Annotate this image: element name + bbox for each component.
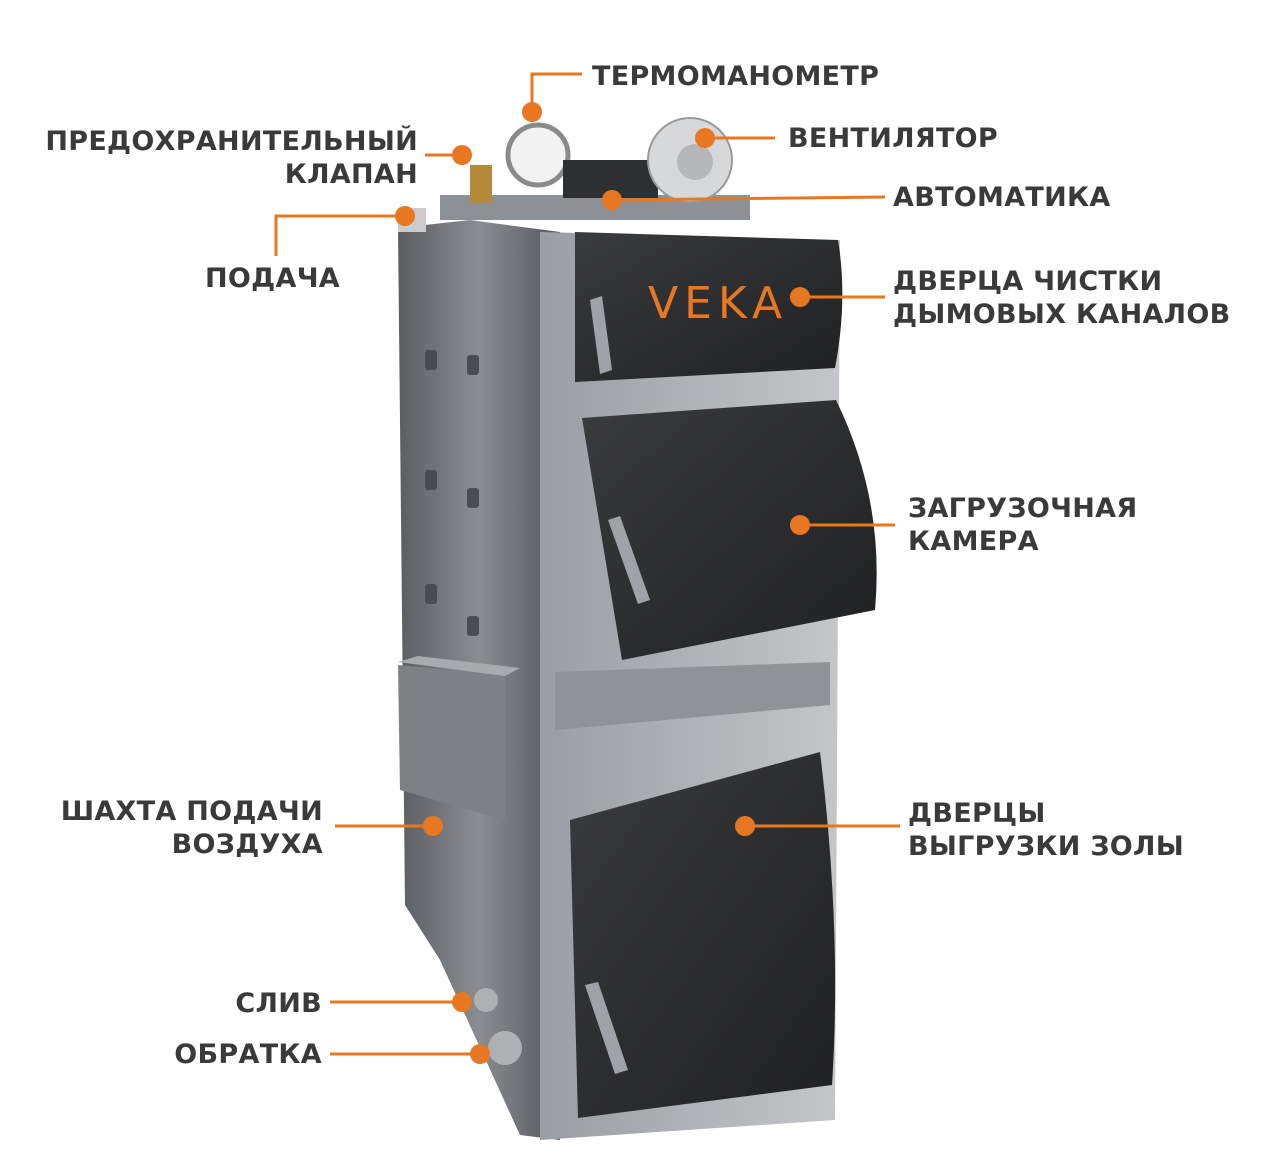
label-loading-chamber: ЗАГРУЗОЧНАЯ КАМЕРА bbox=[908, 492, 1137, 558]
label-fan: ВЕНТИЛЯТОР bbox=[788, 122, 998, 155]
thermomanometer-gauge bbox=[505, 122, 571, 188]
side-rivets bbox=[425, 350, 479, 636]
brand-logo: VEKA bbox=[648, 278, 788, 329]
safety-valve-body bbox=[470, 165, 492, 203]
label-ash-doors: ДВЕРЦЫ ВЫГРУЗКИ ЗОЛЫ bbox=[908, 797, 1184, 863]
label-automation: АВТОМАТИКА bbox=[893, 181, 1111, 214]
label-supply-line1: ПОДАЧА bbox=[205, 263, 341, 294]
label-thermomanometer-line1: ТЕРМОМАНОМЕТР bbox=[592, 61, 880, 92]
label-thermomanometer: ТЕРМОМАНОМЕТР bbox=[592, 60, 879, 93]
leader-supply bbox=[274, 214, 405, 256]
label-loading-line2: КАМЕРА bbox=[908, 526, 1039, 557]
label-return: ОБРАТКА bbox=[40, 1038, 322, 1071]
label-return-line1: ОБРАТКА bbox=[174, 1039, 322, 1070]
label-safety-valve-line1: ПРЕДОХРАНИТЕЛЬНЫЙ bbox=[45, 126, 418, 157]
leader-lines bbox=[274, 72, 900, 1056]
label-automation-line1: АВТОМАТИКА bbox=[893, 182, 1111, 213]
label-air-shaft-line2: ВОЗДУХА bbox=[171, 829, 323, 860]
label-safety-valve: ПРЕДОХРАНИТЕЛЬНЫЙ КЛАПАН bbox=[40, 125, 418, 191]
flue-door bbox=[575, 232, 843, 382]
air-shaft-block bbox=[398, 665, 505, 820]
label-ash-doors-line2: ВЫГРУЗКИ ЗОЛЫ bbox=[908, 831, 1185, 862]
front-crossbar bbox=[555, 662, 830, 730]
label-drain-line1: СЛИВ bbox=[235, 988, 322, 1019]
label-drain: СЛИВ bbox=[40, 987, 322, 1020]
label-safety-valve-line2: КЛАПАН bbox=[284, 159, 418, 190]
ash-door bbox=[570, 752, 836, 1118]
return-pipe bbox=[488, 1031, 522, 1065]
label-fan-line1: ВЕНТИЛЯТОР bbox=[788, 123, 999, 154]
door-handles bbox=[585, 296, 650, 1074]
label-air-supply-shaft: ШАХТА ПОДАЧИ ВОЗДУХА bbox=[40, 795, 323, 861]
leader-dots bbox=[395, 102, 810, 1064]
air-shaft-top bbox=[398, 656, 520, 676]
label-supply: ПОДАЧА bbox=[205, 262, 340, 295]
leader-automation bbox=[614, 195, 886, 202]
label-flue-cleaning-door: ДВЕРЦА ЧИСТКИ ДЫМОВЫХ КАНАЛОВ bbox=[893, 265, 1231, 331]
loading-door bbox=[582, 400, 877, 660]
label-ash-doors-line1: ДВЕРЦЫ bbox=[908, 798, 1046, 829]
label-air-shaft-line1: ШАХТА ПОДАЧИ bbox=[60, 796, 323, 827]
drain-pipe bbox=[474, 988, 498, 1012]
label-flue-door-line2: ДЫМОВЫХ КАНАЛОВ bbox=[893, 299, 1231, 330]
fan-center bbox=[677, 144, 713, 180]
label-loading-line1: ЗАГРУЗОЧНАЯ bbox=[908, 493, 1138, 524]
label-flue-door-line1: ДВЕРЦА ЧИСТКИ bbox=[893, 266, 1163, 297]
